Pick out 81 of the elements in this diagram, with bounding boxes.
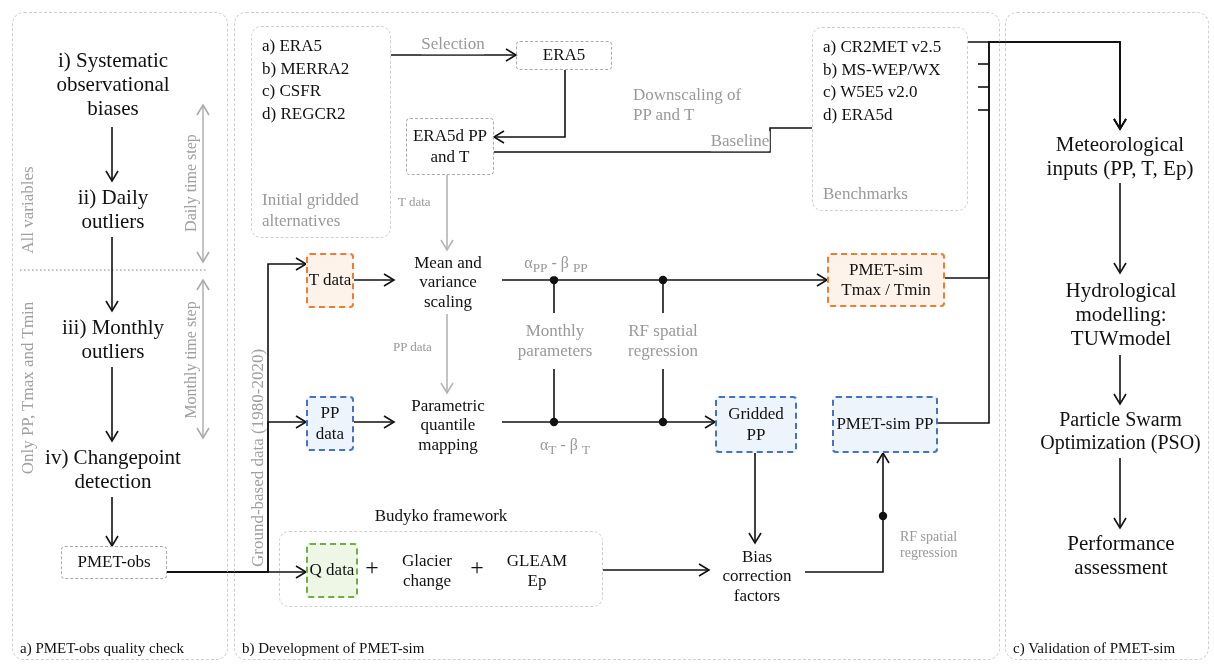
box-label: PP data [314,403,346,444]
arrow [166,565,307,579]
arrow [493,69,566,144]
arrow [501,415,716,429]
panel-title: c) Validation of PMET-sim [1013,640,1176,657]
list-box [812,27,968,211]
box-label: PMET-sim PP [836,414,934,435]
arrow [353,273,395,287]
data-box [516,41,612,70]
step-label: GLEAM Ep [500,549,574,593]
panel-frame [1005,12,1209,660]
arrow [105,496,119,547]
arrow [1113,457,1127,529]
step-label: Particle Swarm Optimization (PSO) [1032,404,1209,458]
data-box [406,118,494,175]
panel-title: a) PMET-obs quality check [20,640,184,657]
list-item: a) CR2MET v2.5 [823,36,943,58]
side-label: Only PP, Tmax and Tmin [18,301,38,475]
data-box [306,543,358,598]
group-heading: Budyko framework [373,506,509,526]
arrow [105,236,119,312]
list-item: d) ERA5d [823,103,894,126]
arrow [105,126,119,182]
plus-sign: + [470,554,484,582]
step-label: Parametric quantile mapping [394,393,502,457]
data-box [715,396,797,453]
edge-label: Baseline [710,131,770,151]
step-label: Performance assessment [1056,528,1186,582]
list-box [251,26,391,238]
step-label: Meteorological inputs (PP, T, Ep) [1031,129,1209,183]
side-label: Daily time step [182,134,200,232]
arrow [105,366,119,442]
step-label: Glacier change [388,549,466,593]
arrow [440,174,454,251]
box-label: Q data [309,560,355,581]
list-caption: Benchmarks [823,183,909,204]
data-box [832,396,938,453]
box-label: PMET-sim Tmax / Tmin [840,259,932,301]
step-label: i) Systematic observational biases [43,41,183,127]
step-label: ii) Daily outliers [58,181,168,237]
arrow [440,313,454,394]
data-box [61,546,167,579]
arrow [602,563,710,577]
step-label: Hydrological modelling: TUWmodel [1051,273,1191,355]
arrow [804,452,890,573]
arrow [1113,182,1127,274]
box-label: PMET-obs [77,552,151,573]
side-label: Monthly time step [182,301,200,419]
list-item: c) CSFR [262,80,323,103]
list-item: b) MS-WEP/WX [823,58,942,81]
step-label: iv) Changepoint detection [38,441,188,497]
side-label: Ground-based data (1980-2020) [248,348,268,568]
list-item: a) ERA5 [262,35,323,57]
plus-sign: + [365,554,379,582]
list-item: c) W5E5 v2.0 [823,81,919,104]
list-caption: Initial gridded alternatives [262,190,360,231]
data-box [306,396,354,451]
box-label: Gridded PP [727,404,785,445]
data-box [306,253,354,308]
list-item: d) REGCR2 [262,102,347,125]
arrow [967,41,1127,130]
step-label: Mean and variance scaling [394,250,502,314]
line-label: RF spatial regression [627,321,699,361]
arrow [353,415,395,429]
connector-line [493,127,813,153]
arrow [501,273,828,287]
list-item: b) MERRA2 [262,57,351,80]
box-label: T data [308,270,352,291]
side-label: All variables [18,166,38,254]
arrow [390,48,517,62]
step-label: iii) Monthly outliers [48,311,178,367]
data-box [827,253,945,307]
panel-title: b) Development of PMET-sim [242,640,425,657]
arrow [748,452,762,544]
line-label: Monthly parameters [516,321,594,361]
panel-frame [12,12,228,660]
box-label: ERA5 [542,45,586,66]
step-label: Bias correction factors [709,543,805,609]
arrow [1113,354,1127,405]
box-label: ERA5d PP and T [411,126,489,167]
edge-label: α$_{PP}$ - β $_{PP}$ [524,254,588,276]
